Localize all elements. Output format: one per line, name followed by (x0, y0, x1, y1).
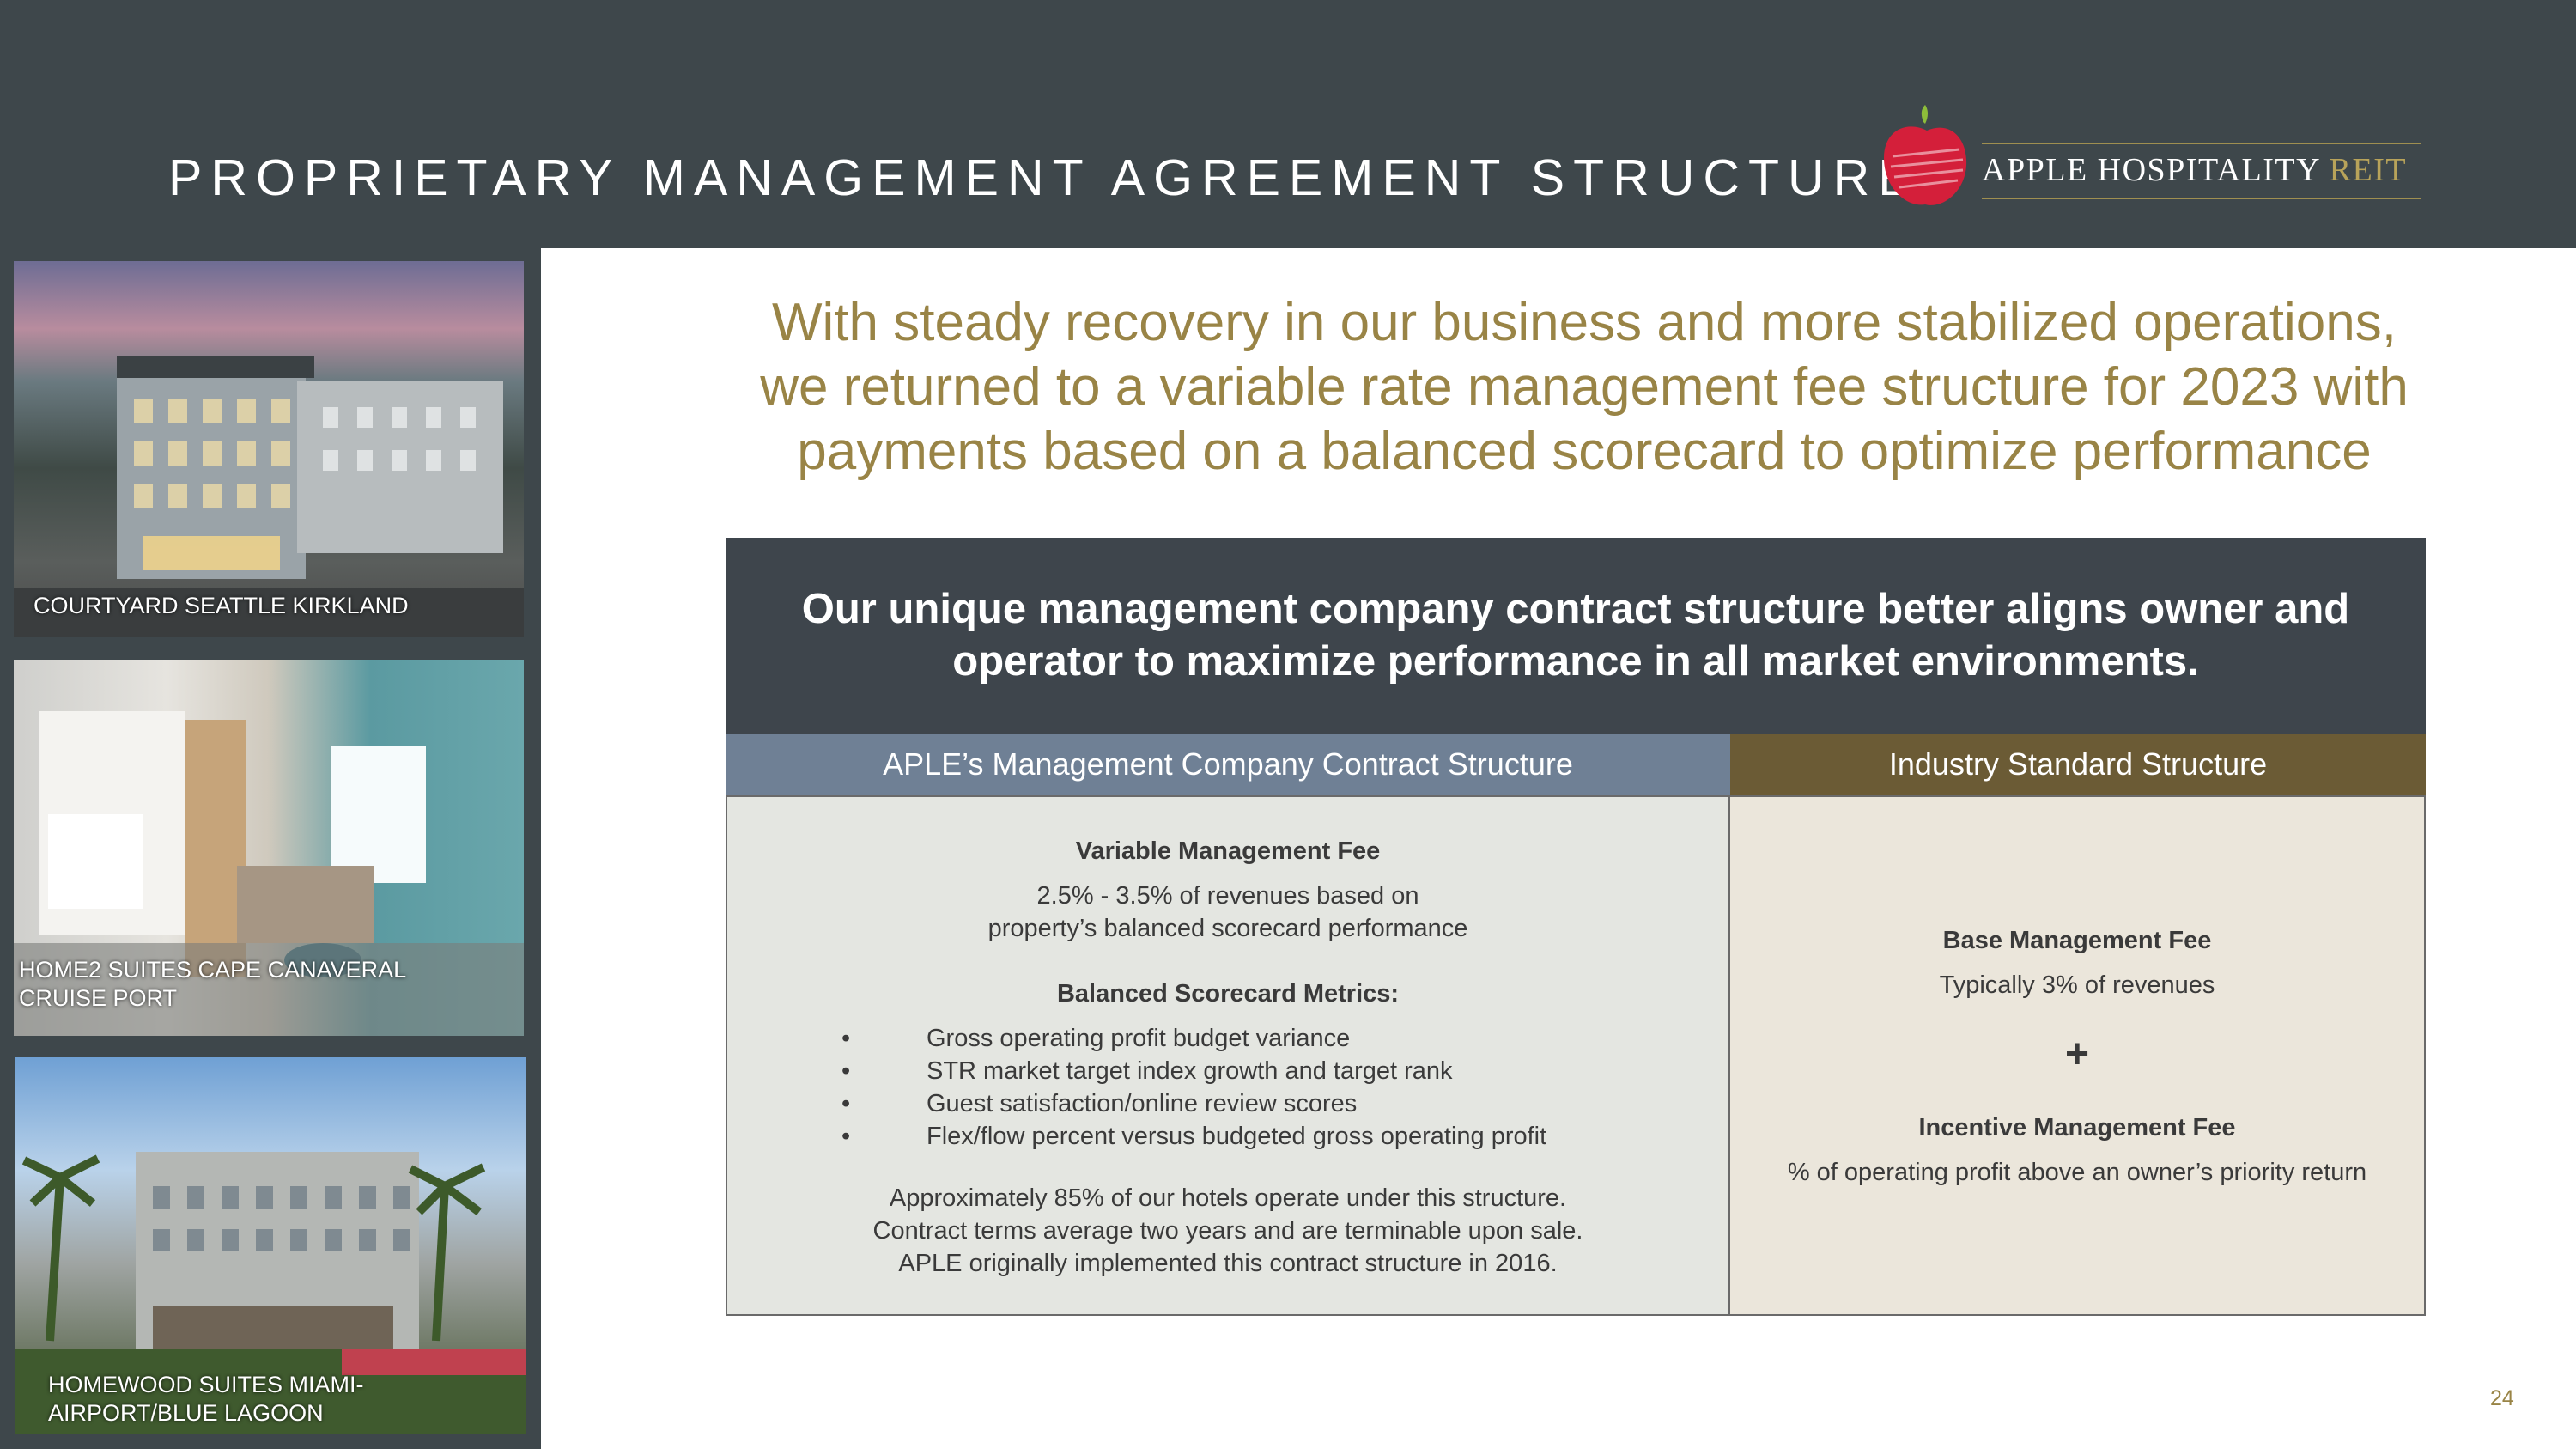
list-item: •Guest satisfaction/online review scores (841, 1090, 1358, 1117)
base-fee-title: Base Management Fee (1942, 927, 2212, 954)
list-item: •STR market target index growth and targ… (841, 1057, 1453, 1085)
industry-structure-heading: Industry Standard Structure (1730, 734, 2426, 795)
list-item: •Gross operating profit budget variance (841, 1025, 1351, 1052)
apple-logo-icon (1884, 105, 1967, 205)
industry-structure-panel: Base Management Fee Typically 3% of reve… (1730, 795, 2426, 1316)
hotel-room-image (14, 711, 524, 1036)
base-fee-desc: Typically 3% of revenues (1939, 971, 2215, 999)
page-title: PROPRIETARY MANAGEMENT AGREEMENT STRUCTU… (168, 149, 1921, 206)
incentive-fee-title: Incentive Management Fee (1918, 1114, 2236, 1142)
aple-structure-heading: APLE’s Management Company Contract Struc… (726, 734, 1730, 795)
aple-structure-panel: Variable Management Fee 2.5% - 3.5% of r… (726, 795, 1730, 1316)
photo-caption: HOMEWOOD SUITES MIAMI-AIRPORT/BLUE LAGOO… (48, 1372, 364, 1426)
company-logo: APPLE HOSPITALITY REIT (1880, 105, 2430, 216)
incentive-fee-desc: % of operating profit above an owner’s p… (1787, 1159, 2367, 1186)
photo-courtyard-seattle-kirkland: COURTYARD SEATTLE KIRKLAND (14, 261, 524, 637)
banner: Our unique management company contract s… (726, 538, 2426, 734)
hotel-exterior-image (15, 1152, 526, 1434)
scorecard-metrics-list: •Gross operating profit budget variance … (841, 1022, 1546, 1153)
photo-homewood-suites-miami (15, 1057, 526, 1434)
logo-rule-bottom (1982, 198, 2421, 199)
header-bar: PROPRIETARY MANAGEMENT AGREEMENT STRUCTU… (0, 0, 2576, 248)
structure-footer-notes: Approximately 85% of our hotels operate … (872, 1184, 1583, 1277)
plus-icon: + (2064, 1032, 2090, 1077)
headline: With steady recovery in our business and… (760, 293, 2409, 481)
variable-fee-title: Variable Management Fee (1075, 837, 1381, 865)
page-number: 24 (2490, 1386, 2514, 1410)
photo-caption: COURTYARD SEATTLE KIRKLAND (33, 593, 409, 618)
photo-sidebar: COURTYARD SEATTLE KIRKLAND HOME2 SUITES … (0, 248, 541, 1449)
hotel-building-image (14, 356, 524, 637)
list-item: •Flex/flow percent versus budgeted gross… (841, 1123, 1547, 1150)
logo-wordmark: APPLE HOSPITALITY REIT (1982, 152, 2408, 188)
logo-rule-top (1982, 143, 2421, 144)
scorecard-metrics-title: Balanced Scorecard Metrics: (1056, 980, 1400, 1008)
